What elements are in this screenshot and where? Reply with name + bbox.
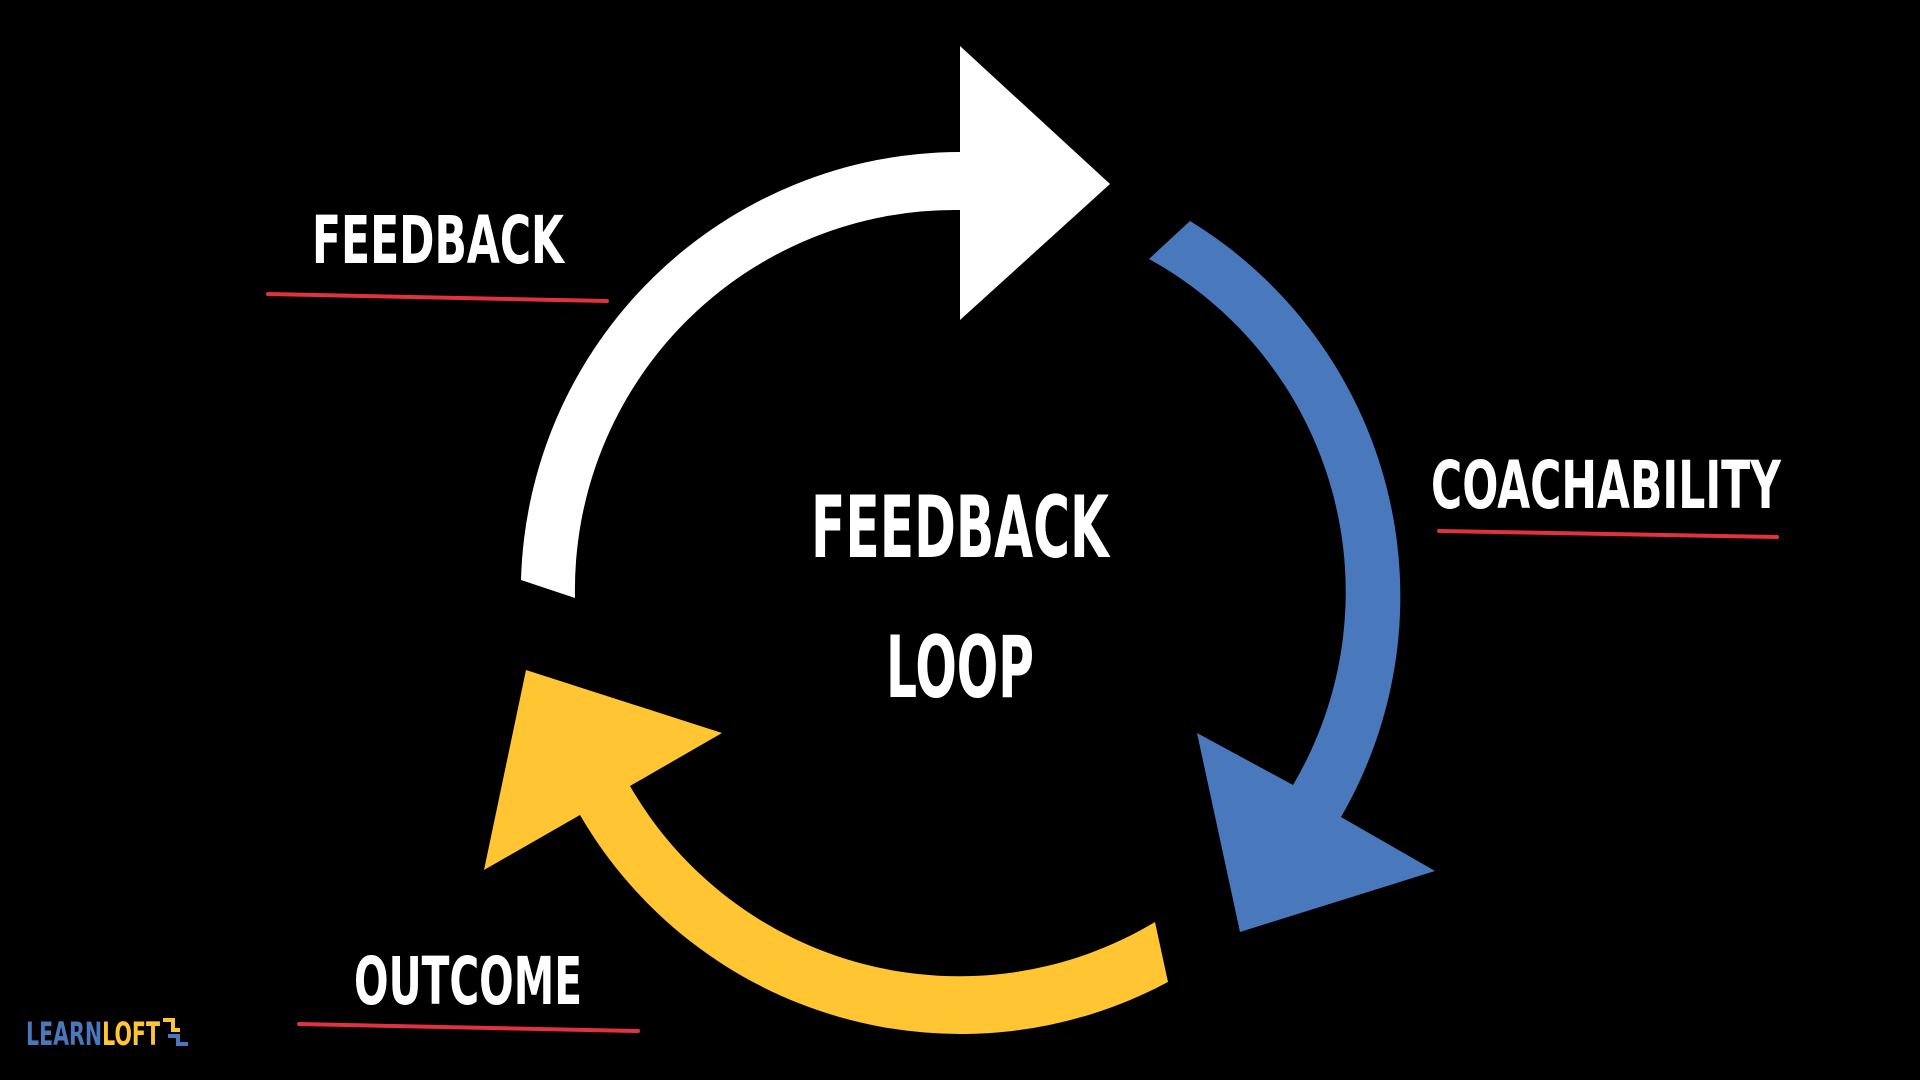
logo-learn: LEARN xyxy=(26,1015,102,1053)
logo-loft: LOFT xyxy=(102,1015,160,1053)
stage-label-outcome: OUTCOME xyxy=(354,943,582,1020)
coachability-arrow xyxy=(1149,221,1435,932)
center-title-line1: FEEDBACK xyxy=(811,478,1111,578)
coachability-underline xyxy=(1437,529,1779,539)
outcome-underline xyxy=(297,1022,640,1033)
center-title-line2: LOOP xyxy=(886,618,1034,718)
logo-stair-icon xyxy=(163,1018,188,1046)
learnloft-logo: LEARNLOFT xyxy=(26,1015,188,1053)
feedback-underline xyxy=(266,292,609,303)
logo-wordmark: LEARNLOFT xyxy=(26,1015,160,1053)
feedback-arrow xyxy=(521,46,1110,598)
outcome-arrow xyxy=(484,670,1168,1035)
stage-label-feedback: FEEDBACK xyxy=(312,202,566,279)
stage-label-coachability: COACHABILITY xyxy=(1431,447,1782,524)
